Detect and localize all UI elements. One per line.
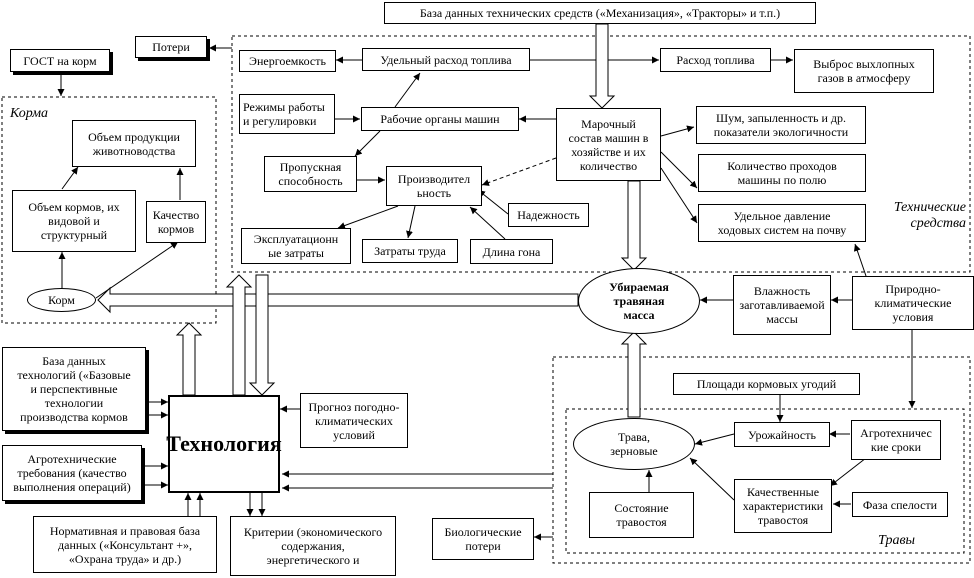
ploshadi-box: Площади кормовых угодий [673,373,860,395]
sostoyanie-box: Состояние травостоя [589,492,694,538]
arrow-prirodno-to-davlenie [853,243,867,277]
arrow-urozhainost-to-trava [694,433,735,446]
urozhainost-box: Урожайность [734,422,830,447]
rabochie-organy-box: Рабочие органы машин [361,107,519,131]
korm-ellipse: Корм [27,288,96,312]
db-tehnol-box: База данных технологий («Базовые и персп… [2,347,146,431]
arrow-agrosroki-to-kach [829,457,867,487]
arrow-organy-to-udelny [394,72,421,108]
marochny-box: Марочный состав машин в хозяйстве и их к… [556,108,661,181]
region-travy-outer [552,356,971,564]
tehnologiya-box: Технология [166,395,282,493]
arrow-marochny-to-proizv-dashed [481,157,557,186]
arrow-marochny-to-prohody [660,151,698,189]
block-arrow-tech-up [225,274,253,396]
ubiraemaya-ellipse: Убираемая травяная масса [578,268,700,334]
arrow-nadezhnost-to-proizv [477,189,509,215]
prirodno-box: Природно- климатические условия [852,276,974,330]
arrow-proizv-to-ekspluat [337,205,399,229]
udelnoe-davlenie-box: Удельное давление ходовых систем на почв… [698,204,866,242]
propusknaya-box: Пропускная способность [264,156,357,192]
arrow-proizv-to-zatraty [406,205,416,239]
faza-box: Фаза спелости [852,492,948,517]
rashod-topliva-box: Расход топлива [660,48,771,72]
block-arrow-db-to-marochny [588,23,616,109]
shum-box: Шум, запыленность и др. показатели эколо… [696,106,866,144]
block-arrow-marochny-to-ubiraemaya [620,180,648,271]
energoemkost-box: Энергоемкость [239,50,336,72]
block-arrow-tech-to-korma [175,322,203,396]
region-label-travy: Травы [878,533,915,548]
region-label-tech-means: Технические средства [893,200,966,231]
region-label-korma: Корма [10,106,49,121]
kach-harakt-box: Качественные характеристики травостоя [734,479,832,533]
kriterii-box: Критерии (экономического содержания, эне… [230,516,396,576]
trava-ellipse: Трава, зерновые [573,418,695,470]
agrosroki-box: Агротехничес кие сроки [851,420,941,460]
obem-kormov-box: Объем кормов, их видовой и структурный [12,190,136,252]
rezhimy-box: Режимы работы и регулировки [239,94,335,134]
poteri-box: Потери [135,36,207,58]
arrow-obem-kormov-to-prod [61,166,79,190]
kachestvo-kormov-box: Качество кормов [146,201,206,243]
arrow-organy-to-propusknaya [354,130,381,157]
dlina-gona-box: Длина гона [470,239,553,264]
udelny-rashod-box: Удельный расход топлива [362,48,530,71]
kol-prohodov-box: Количество проходов машины по полю [698,154,866,192]
obem-prod-box: Объем продукции животноводства [72,120,196,167]
proizvoditelnost-box: Производител ьность [386,166,482,206]
arrow-marochny-to-shum [660,125,695,137]
region-korma [1,96,217,324]
vybros-box: Выброс выхлопных газов в атмосферу [794,49,934,93]
block-arrow-trava-to-ubiraemaya [620,331,648,418]
arrow-dlina-to-proizv [469,206,506,240]
arrow-kach-to-trava [689,457,735,501]
db-tech-box: База данных технических средств («Механи… [384,2,816,24]
arrow-marochny-to-davlenie [660,167,698,224]
gost-box: ГОСТ на корм [10,49,110,72]
normativ-box: Нормативная и правовая база данных («Кон… [33,516,217,573]
vlazhnost-box: Влажность заготавливаемой массы [733,275,831,335]
prognoz-box: Прогноз погодно- климатических условий [300,393,408,448]
block-arrow-ubiraemaya-to-korm [97,286,579,314]
block-arrow-tech-down [248,274,276,396]
nadezhnost-box: Надежность [508,203,589,227]
bio-poteri-box: Биологические потери [432,518,534,560]
zatraty-truda-box: Затраты труда [362,239,458,263]
agrotreb-box: Агротехнические требования (качество вып… [2,445,142,501]
region-travy-inner [565,408,965,554]
ekspluat-box: Эксплуатационн ые затраты [241,228,351,264]
